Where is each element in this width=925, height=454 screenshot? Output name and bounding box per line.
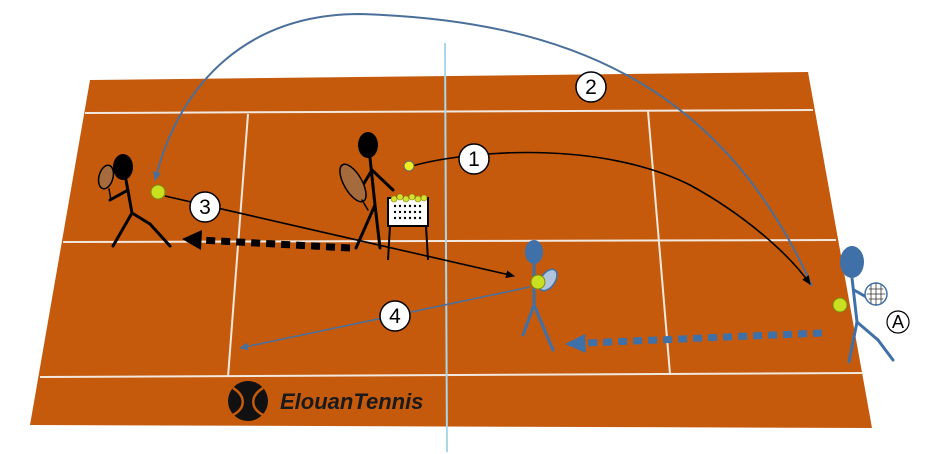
movement-arrow-black	[182, 230, 351, 252]
court-surface	[30, 72, 872, 428]
tennis-ball-icon	[403, 160, 415, 172]
arrow-icon	[182, 230, 202, 250]
tennis-racket-icon	[339, 163, 369, 211]
tennis-player-icon	[840, 246, 864, 278]
step-marker-2: 2	[575, 71, 607, 103]
arrow-icon	[565, 334, 586, 353]
step-marker-2-text: 2	[585, 76, 597, 99]
tennis-racket-icon	[864, 282, 888, 306]
step-marker-3: 3	[189, 191, 221, 223]
trajectory-3	[164, 195, 515, 279]
tennis-racket-icon	[97, 164, 115, 201]
step-marker-1-text: 1	[468, 148, 480, 171]
step-marker-3-text: 3	[199, 196, 211, 219]
movement-arrow-blue	[565, 329, 823, 353]
brand-logo: ElouanTennis	[228, 381, 423, 421]
player-label-text: A	[892, 312, 904, 332]
tennis-player-icon	[525, 240, 543, 264]
tennis-player-icon	[358, 132, 378, 158]
trajectory-2	[153, 12, 813, 287]
player-a-blue	[840, 246, 895, 364]
net-line	[444, 42, 448, 453]
tennis-ball-icon	[150, 184, 166, 200]
player-feeder-black	[339, 132, 395, 250]
step-marker-4: 4	[379, 300, 411, 332]
step-marker-1: 1	[458, 143, 490, 175]
brand-name: ElouanTennis	[280, 389, 423, 414]
ball-basket-icon	[387, 193, 429, 261]
player-left-black	[97, 154, 172, 248]
tennis-ball-icon	[530, 274, 546, 290]
tennis-player-icon	[113, 154, 133, 180]
tennis-ball-logo-icon	[228, 381, 268, 421]
tennis-ball-icon	[832, 297, 848, 313]
step-marker-4-text: 4	[389, 305, 401, 328]
player-label: A	[886, 310, 910, 334]
